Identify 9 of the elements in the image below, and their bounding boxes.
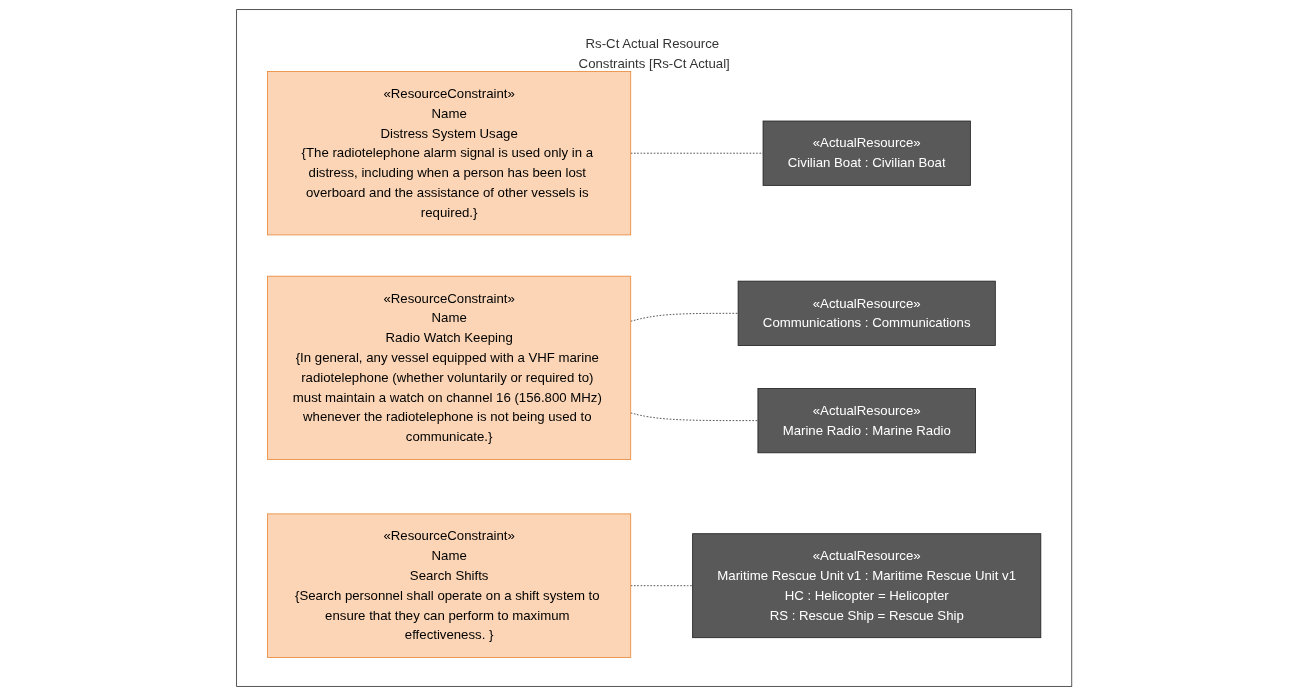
node-box: «ActualResource» Communications : Communications bbox=[738, 280, 997, 346]
node-box: «ResourceConstraint» Name Radio Watch Keeping {In general, any vessel equipped with a VHF marine radiotelephone (whether voluntarily or required to) must maintain a watch on channel 16 (156.800 MHz) whenever the radiotelephone is not being used to communicate.} bbox=[267, 275, 632, 460]
node-box: «ActualResource» Civilian Boat : Civilian Boat bbox=[762, 120, 972, 186]
connector bbox=[630, 412, 759, 422]
node-box: «ResourceConstraint» Name Search Shifts {Search personnel shall operate on a shift system to ensure that they can perform to maximum effectiveness. } bbox=[267, 513, 632, 658]
connector bbox=[630, 312, 739, 322]
node-box: «ActualResource» Marine Radio : Marine Radio bbox=[757, 388, 977, 454]
node-box: «ResourceConstraint» Name Distress System Usage {The radiotelephone alarm signal is used only in a distress, including when a person has been lost overboard and the assistance of other vessels is required.} bbox=[267, 71, 632, 236]
node-box: «ActualResource» Maritime Rescue Unit v1 : Maritime Rescue Unit v1 HC : Helicopter = Helicopter RS : Rescue Ship = Rescue Ship bbox=[692, 533, 1042, 639]
